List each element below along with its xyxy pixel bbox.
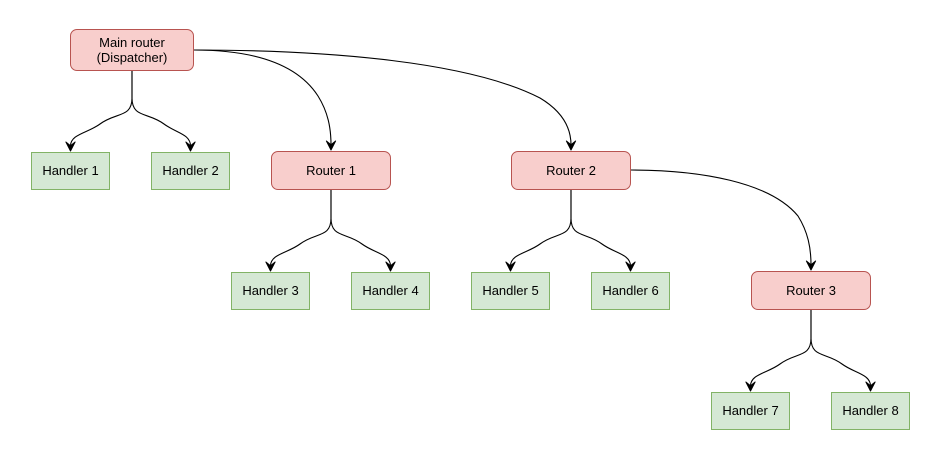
edge-router-3-to-handler-8 bbox=[810, 309, 876, 392]
node-label-handler-5: Handler 5 bbox=[482, 283, 539, 299]
node-handler-2[interactable]: Handler 2 bbox=[151, 152, 230, 190]
node-label-handler-4: Handler 4 bbox=[362, 283, 419, 299]
edge-router-2-to-handler-5-line bbox=[509, 189, 572, 267]
node-label-router-2: Router 2 bbox=[546, 162, 596, 178]
edge-router-2-to-router-3-arrowhead-icon bbox=[805, 260, 817, 271]
node-label-handler-1: Handler 1 bbox=[42, 163, 99, 179]
node-label-router-1: Router 1 bbox=[306, 162, 356, 178]
node-label-router-3: Router 3 bbox=[786, 282, 836, 298]
node-label-handler-8: Handler 8 bbox=[842, 403, 899, 419]
edge-router-1-to-handler-3-line bbox=[269, 189, 332, 267]
edge-router-3-to-handler-7-arrowhead-icon bbox=[745, 381, 756, 392]
edge-main-to-router-1 bbox=[193, 49, 337, 151]
edge-main-to-router-2 bbox=[193, 49, 577, 151]
edge-router-3-to-handler-8-arrowhead-icon bbox=[865, 381, 876, 392]
node-handler-4[interactable]: Handler 4 bbox=[351, 272, 430, 310]
edge-router-3-to-handler-7 bbox=[745, 309, 812, 392]
node-router-2[interactable]: Router 2 bbox=[511, 151, 631, 190]
edge-router-1-to-handler-3-arrowhead-icon bbox=[265, 261, 276, 272]
edge-router-2-to-handler-6 bbox=[570, 189, 636, 272]
node-handler-7[interactable]: Handler 7 bbox=[711, 392, 790, 430]
node-label-handler-6: Handler 6 bbox=[602, 283, 659, 299]
edge-router-1-to-handler-4 bbox=[330, 189, 396, 272]
edge-router-2-to-handler-5-arrowhead-icon bbox=[505, 261, 516, 272]
edge-router-1-to-handler-3 bbox=[265, 189, 332, 272]
edge-main-to-handler-2 bbox=[131, 70, 196, 152]
edge-main-to-router-2-arrowhead-icon bbox=[565, 140, 577, 151]
edge-router-3-to-handler-7-line bbox=[749, 309, 812, 387]
edge-main-to-handler-1-line bbox=[69, 70, 133, 147]
edge-router-3-to-handler-8-line bbox=[810, 309, 872, 387]
edge-main-to-handler-2-arrowhead-icon bbox=[185, 141, 196, 152]
node-label-main-router: Main router (Dispatcher) bbox=[96, 34, 168, 65]
node-router-1[interactable]: Router 1 bbox=[271, 151, 391, 190]
node-main-router[interactable]: Main router (Dispatcher) bbox=[70, 29, 194, 71]
edge-router-2-to-handler-5 bbox=[505, 189, 572, 272]
edge-router-2-to-router-3-line bbox=[630, 169, 812, 266]
node-handler-5[interactable]: Handler 5 bbox=[471, 272, 550, 310]
node-router-3[interactable]: Router 3 bbox=[751, 271, 871, 310]
node-handler-6[interactable]: Handler 6 bbox=[591, 272, 670, 310]
edge-router-2-to-router-3 bbox=[630, 169, 817, 271]
node-label-handler-3: Handler 3 bbox=[242, 283, 299, 299]
node-handler-8[interactable]: Handler 8 bbox=[831, 392, 910, 430]
edge-main-to-handler-1 bbox=[65, 70, 133, 152]
edge-router-1-to-handler-4-arrowhead-icon bbox=[385, 261, 396, 272]
node-handler-3[interactable]: Handler 3 bbox=[231, 272, 310, 310]
edge-router-2-to-handler-6-arrowhead-icon bbox=[625, 261, 636, 272]
edge-router-1-to-handler-4-line bbox=[330, 189, 392, 267]
edge-main-to-handler-1-arrowhead-icon bbox=[65, 141, 76, 152]
node-label-handler-7: Handler 7 bbox=[722, 403, 779, 419]
edge-main-to-router-1-arrowhead-icon bbox=[325, 140, 337, 151]
edges-group bbox=[65, 49, 876, 392]
edge-main-to-router-1-line bbox=[193, 49, 332, 146]
node-handler-1[interactable]: Handler 1 bbox=[31, 152, 110, 190]
edge-main-to-router-2-line bbox=[193, 49, 572, 146]
edge-main-to-handler-2-line bbox=[131, 70, 192, 147]
node-label-handler-2: Handler 2 bbox=[162, 163, 219, 179]
edge-router-2-to-handler-6-line bbox=[570, 189, 632, 267]
